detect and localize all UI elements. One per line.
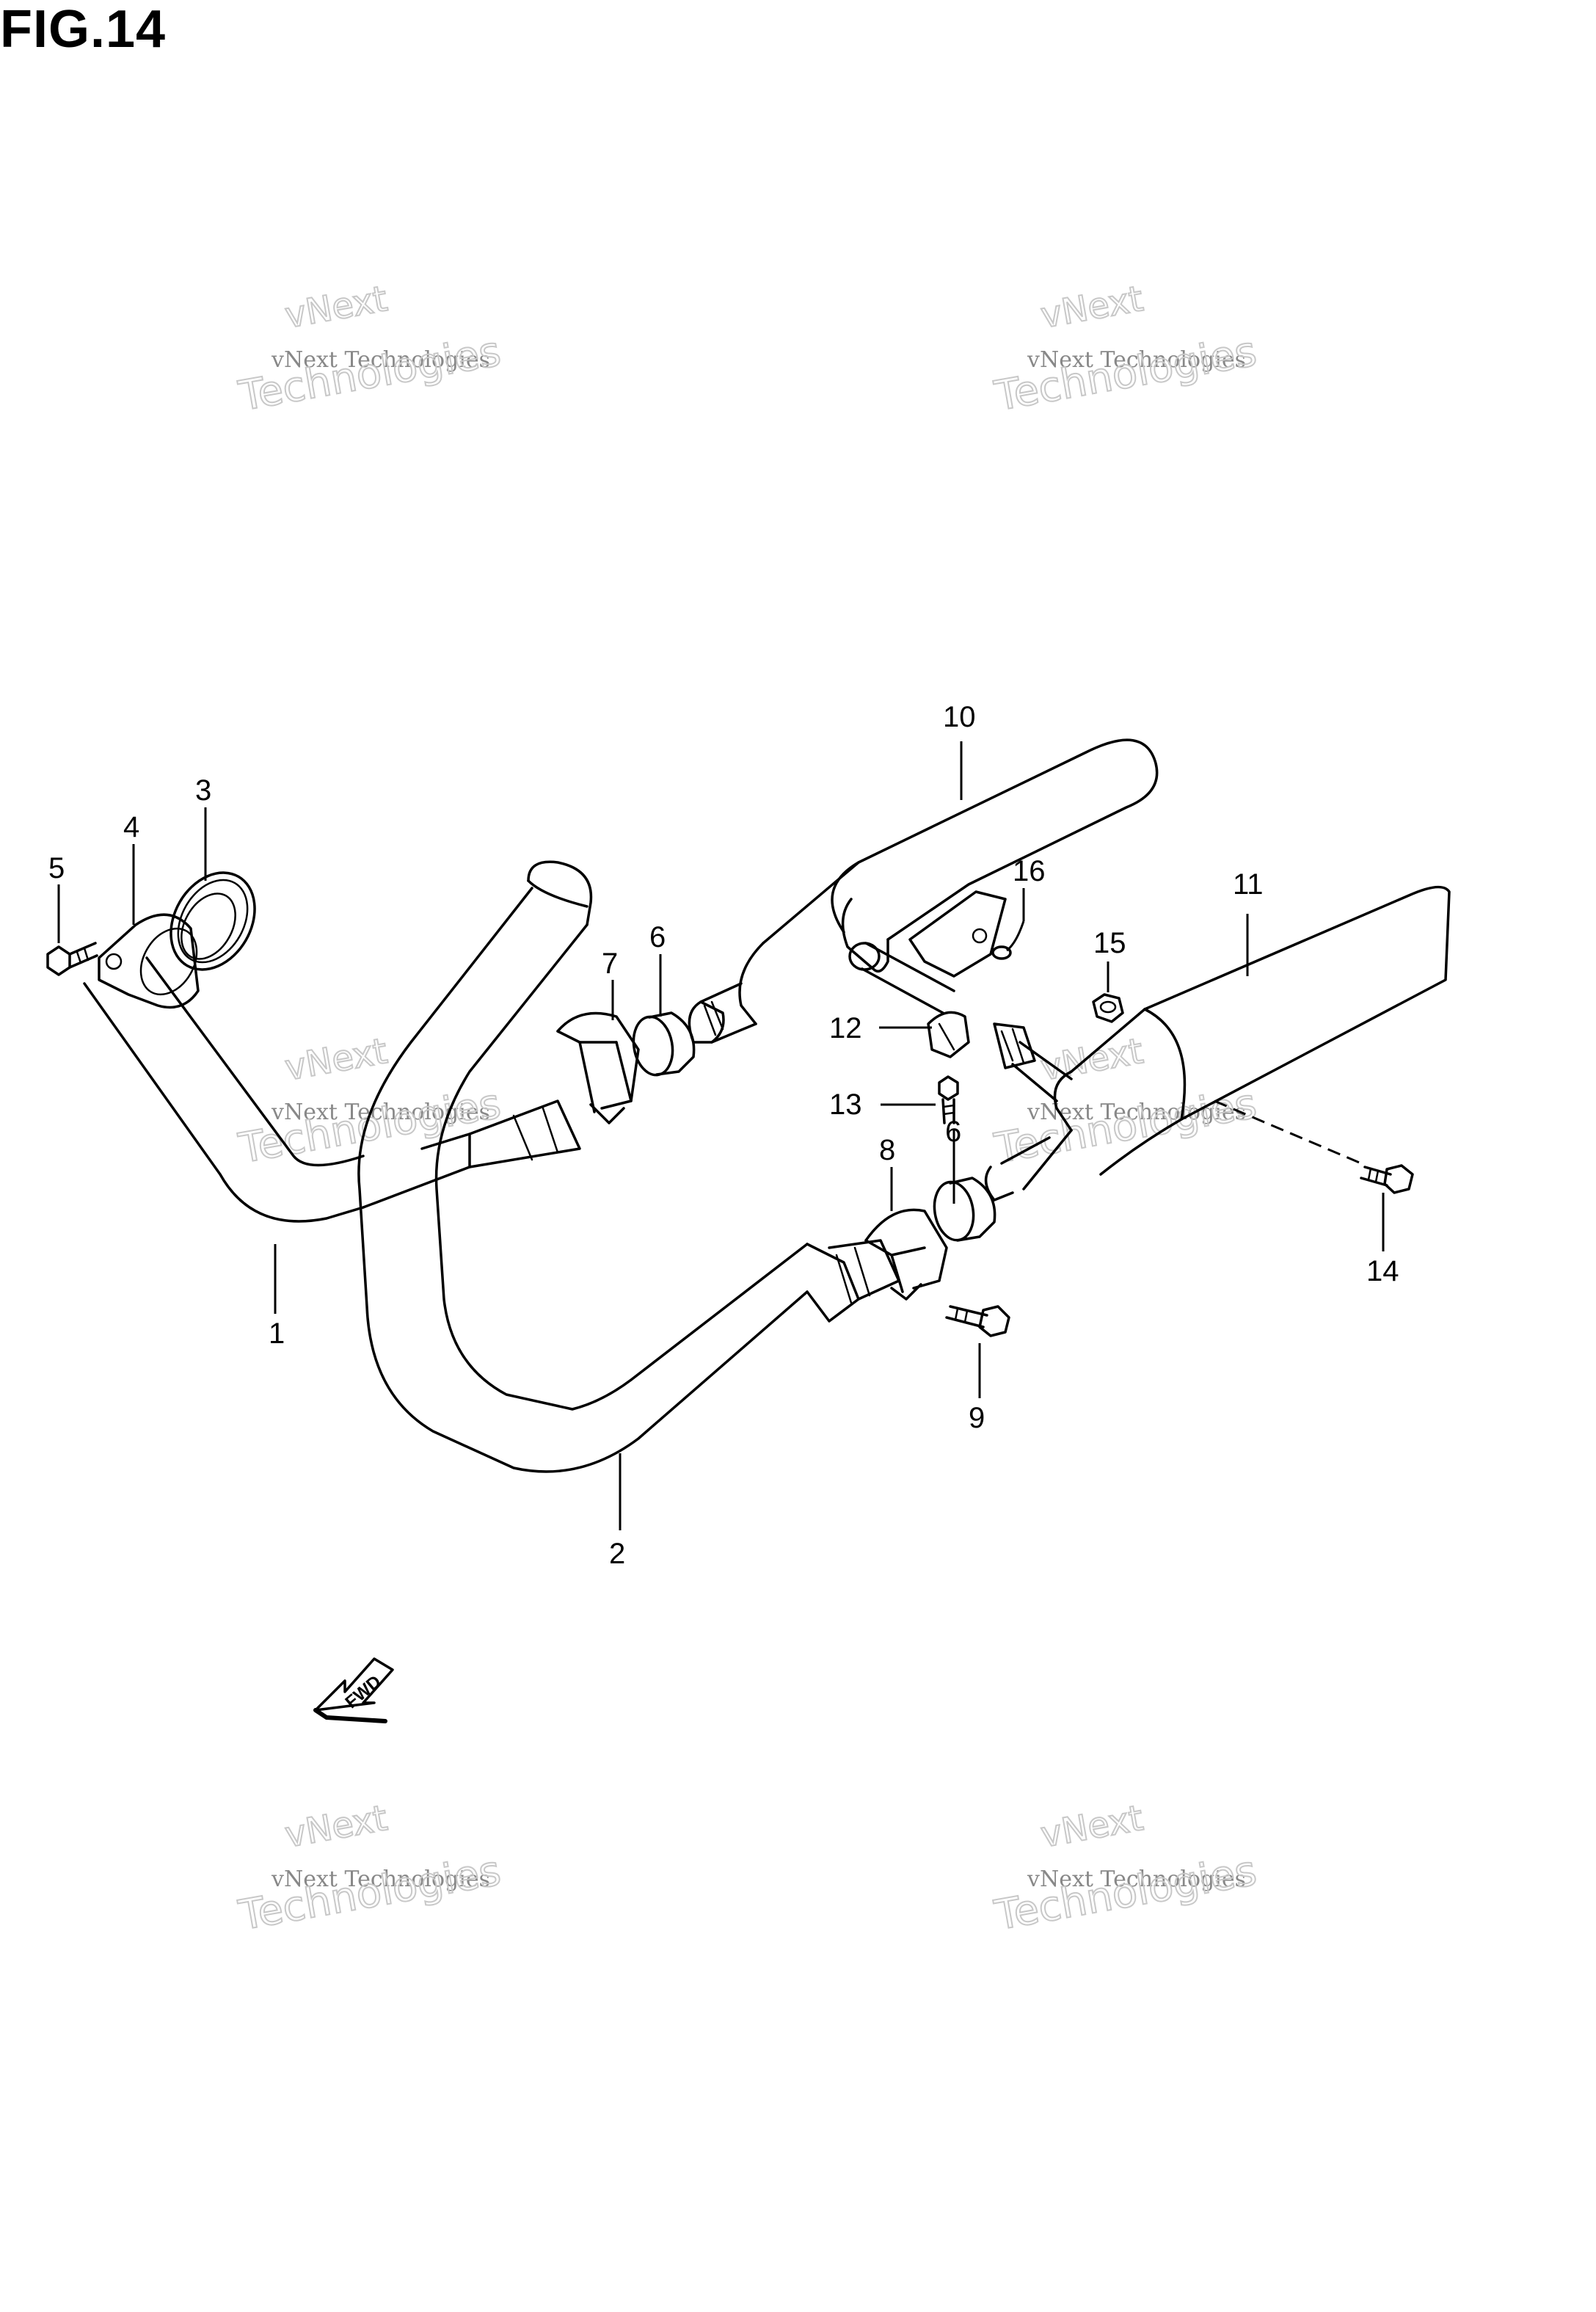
callout-13: 13	[829, 1088, 862, 1121]
watermark-word-2: vNext Technologies	[1027, 347, 1246, 373]
watermark-word-1: vNext	[1038, 1030, 1146, 1089]
watermark-word-3: Technologies	[991, 1080, 1261, 1173]
callout-12: 12	[829, 1012, 862, 1044]
callout-labels: 1 2 3 4 5 6 6 7 8 9 10 11 12 13 14 15 16	[48, 701, 1399, 1570]
figure-title: FIG.14	[0, 0, 167, 59]
part-3-gasket	[170, 871, 256, 971]
part-11-front-muffler	[984, 885, 1451, 1202]
callout-4: 4	[123, 811, 139, 843]
callout-3: 3	[195, 774, 211, 807]
forward-direction-arrow: FWD	[313, 1657, 394, 1723]
part-15-nut	[1092, 993, 1124, 1023]
watermark-word-2: vNext Technologies	[1027, 1866, 1246, 1892]
watermark-word-3: Technologies	[236, 1080, 505, 1173]
watermark-mid-right: vNext vNext Technologies Technologies	[991, 1030, 1261, 1174]
watermark-word-3: Technologies	[991, 1847, 1261, 1940]
watermark-word-3: Technologies	[991, 327, 1261, 421]
part-4-flange	[98, 913, 200, 1009]
part-13-bolt	[938, 1075, 959, 1124]
watermark-word-2: vNext Technologies	[271, 347, 490, 373]
part-10-rear-muffler	[688, 738, 1159, 1044]
part-2-rear-exhaust-pipe	[357, 860, 900, 1473]
part-9-bolt	[945, 1305, 1010, 1337]
part-14-bolt	[1360, 1164, 1414, 1194]
watermark-word-1: vNext	[282, 1797, 390, 1856]
callout-10: 10	[943, 701, 976, 733]
callout-2: 2	[609, 1538, 625, 1570]
leader-lines	[57, 741, 1385, 1530]
part-6-gasket-lower	[933, 1177, 996, 1242]
callout-14: 14	[1366, 1255, 1399, 1287]
watermark-word-1: vNext	[282, 1030, 390, 1089]
watermark-top-left: vNext vNext Technologies Technologies	[235, 277, 506, 421]
watermark-mid-left: vNext vNext Technologies Technologies	[235, 1030, 506, 1174]
callout-6-lower: 6	[945, 1116, 961, 1148]
watermark-word-1: vNext	[1038, 1797, 1146, 1856]
watermark-word-3: Technologies	[236, 1847, 505, 1940]
watermark-top-right: vNext vNext Technologies Technologies	[991, 277, 1261, 421]
watermark-bottom-left: vNext vNext Technologies Technologies	[235, 1797, 506, 1941]
callout-16: 16	[1013, 855, 1046, 887]
watermark-bottom-right: vNext vNext Technologies Technologies	[991, 1797, 1261, 1941]
part-5-bolt	[46, 942, 98, 976]
part-6-gasket-upper	[632, 1011, 696, 1077]
callout-9: 9	[969, 1402, 985, 1434]
part-1-front-exhaust-pipe	[83, 956, 581, 1223]
callout-15: 15	[1093, 927, 1126, 959]
part-7-clamp	[556, 1011, 640, 1124]
watermark-word-3: Technologies	[236, 327, 505, 421]
callout-7: 7	[602, 948, 618, 980]
part-8-clamp	[864, 1208, 948, 1301]
callout-11: 11	[1233, 868, 1264, 901]
callout-8: 8	[879, 1134, 895, 1166]
part-16-washer	[991, 945, 1012, 960]
callout-1: 1	[269, 1317, 285, 1350]
part-12-clamp	[927, 1011, 970, 1058]
callout-5: 5	[48, 852, 65, 884]
watermark-word-2: vNext Technologies	[271, 1866, 490, 1892]
watermark-word-1: vNext	[282, 278, 390, 337]
callout-6-upper: 6	[649, 921, 666, 953]
watermark-word-1: vNext	[1038, 278, 1146, 337]
